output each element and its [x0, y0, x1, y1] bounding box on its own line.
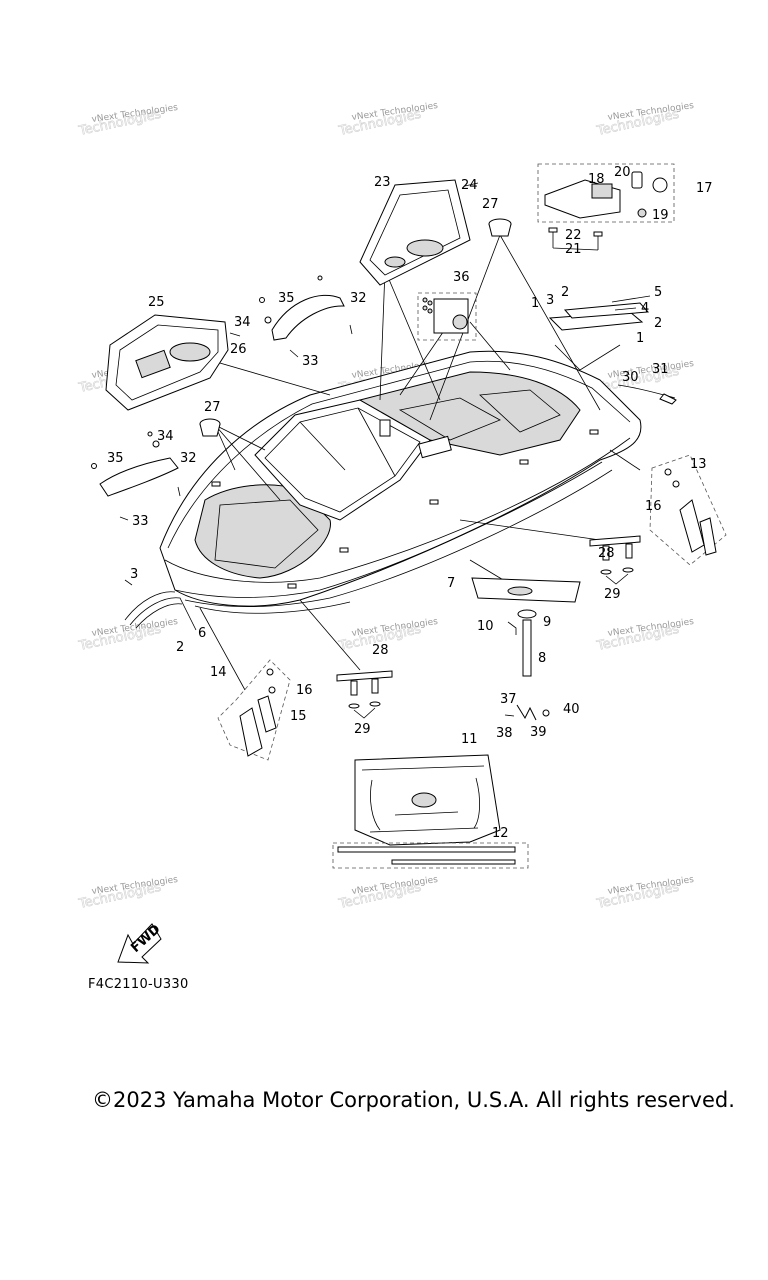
callout-12: 12: [492, 826, 509, 841]
callout-30: 30: [622, 370, 639, 385]
cleat: [589, 535, 641, 585]
callout-23: 23: [374, 175, 391, 190]
callout-37: 37: [500, 692, 517, 707]
fwd-arrow-icon: FWD: [117, 922, 164, 964]
callout-4: 4: [641, 301, 649, 316]
callout-26: 26: [230, 342, 247, 357]
tow-line: [617, 384, 677, 405]
callout-16: 16: [645, 499, 662, 514]
cleat: [336, 670, 393, 719]
tow-bracket-assembly: [537, 163, 675, 223]
cleat-assembly-right: [649, 454, 727, 566]
callout-20: 20: [614, 165, 631, 180]
callout-33: 33: [132, 514, 149, 529]
fasteners: [91, 275, 353, 586]
callout-16: 16: [296, 683, 313, 698]
callout-31: 31: [652, 362, 669, 377]
callout-2: 2: [176, 640, 184, 655]
callout-17: 17: [696, 181, 713, 196]
callout-3: 3: [546, 293, 554, 308]
callout-38: 38: [496, 726, 513, 741]
boat-hull: [159, 350, 642, 614]
callout-22: 22: [565, 228, 582, 243]
callout-32: 32: [350, 291, 367, 306]
post-clamp: [504, 704, 550, 721]
callout-39: 39: [530, 725, 547, 740]
callout-35: 35: [278, 291, 295, 306]
table-post: [522, 619, 532, 677]
rub-strip: [124, 591, 197, 631]
bolts: [548, 227, 603, 251]
callout-19: 19: [652, 208, 669, 223]
callout-21: 21: [565, 242, 582, 257]
diagram-reference-code: F4C2110-U330: [88, 977, 189, 992]
callout-5: 5: [654, 285, 662, 300]
callout-33: 33: [302, 354, 319, 369]
callout-24: 24: [461, 178, 478, 193]
storage-box: [105, 314, 229, 411]
callout-13: 13: [690, 457, 707, 472]
callout-2: 2: [561, 285, 569, 300]
callout-6: 6: [198, 626, 206, 641]
table-top: [471, 577, 581, 603]
callout-34: 34: [157, 429, 174, 444]
callout-18: 18: [588, 172, 605, 187]
callout-1: 1: [636, 331, 644, 346]
callout-15: 15: [290, 709, 307, 724]
callout-14: 14: [210, 665, 227, 680]
callout-32: 32: [180, 451, 197, 466]
callout-28: 28: [372, 643, 389, 658]
callout-27: 27: [204, 400, 221, 415]
copyright-notice: ©2023 Yamaha Motor Corporation, U.S.A. A…: [92, 1088, 735, 1112]
callout-9: 9: [543, 615, 551, 630]
callout-2: 2: [654, 316, 662, 331]
cupholder: [488, 218, 512, 237]
callout-29: 29: [604, 587, 621, 602]
callout-27: 27: [482, 197, 499, 212]
callout-36: 36: [453, 270, 470, 285]
grab-handle: [99, 457, 179, 497]
callout-25: 25: [148, 295, 165, 310]
hardware-kit: [417, 292, 477, 341]
callout-40: 40: [563, 702, 580, 717]
callout-29: 29: [354, 722, 371, 737]
callout-28: 28: [598, 546, 615, 561]
rail-parts: [548, 295, 651, 331]
callout-1: 1: [531, 296, 539, 311]
callouts: 1 1 2 2 2 3 3 4 5 6 7 8 9 10 11 12 13 14…: [107, 165, 713, 841]
callout-35: 35: [107, 451, 124, 466]
cleat-assembly-left: [217, 659, 291, 761]
table-mount: [507, 609, 537, 635]
cooler: [354, 754, 501, 846]
callout-10: 10: [477, 619, 494, 634]
grab-handle: [271, 294, 345, 341]
cupholder: [199, 418, 221, 437]
callout-3: 3: [130, 567, 138, 582]
leader-lines: [174, 234, 641, 691]
storage-compartment: [359, 179, 471, 286]
pole: [332, 842, 529, 869]
callout-8: 8: [538, 651, 546, 666]
callout-11: 11: [461, 732, 478, 747]
callout-34: 34: [234, 315, 251, 330]
callout-7: 7: [447, 576, 455, 591]
